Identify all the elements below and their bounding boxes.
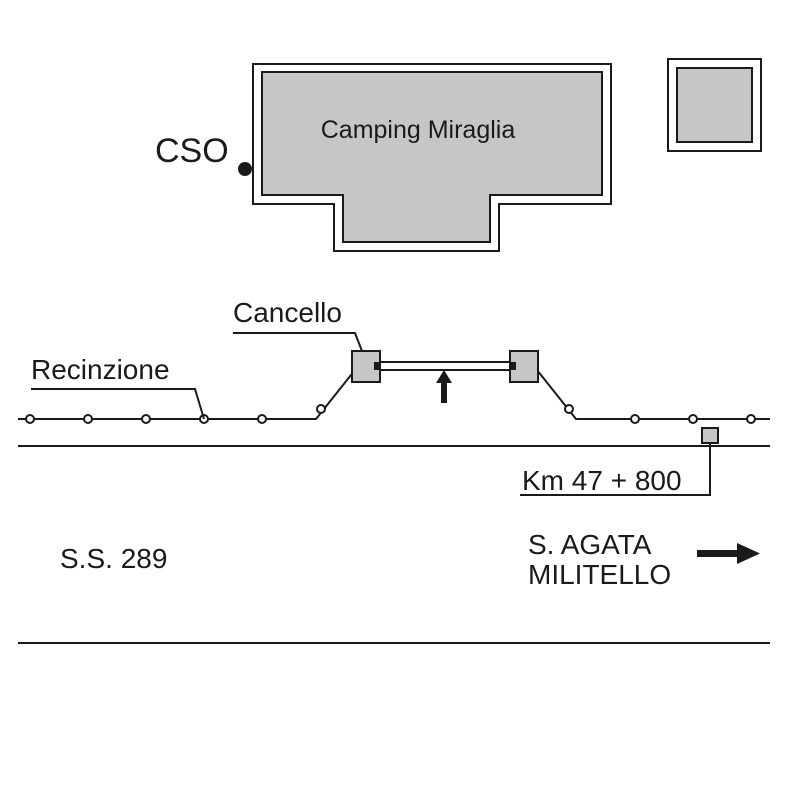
km-label: Km 47 + 800 [522,465,682,496]
gate-label: Cancello [233,297,342,328]
fence-post [141,414,151,424]
gate-pin-left [374,362,380,370]
arrow-up-icon [436,370,452,403]
arrow-right-icon [697,543,760,564]
gate-leader-line [233,332,363,352]
fence-post [83,414,93,424]
fence-post [630,414,640,424]
fence [18,369,770,420]
fence-leader-line [31,388,205,420]
gate-callout: Cancello [233,297,363,352]
direction-line-1: S. AGATA [528,529,652,560]
gate-pin-right [510,362,516,370]
gate [351,350,539,403]
fence-label: Recinzione [31,354,170,385]
fence-callout: Recinzione [31,354,205,420]
building-label: Camping Miraglia [321,116,516,144]
small-building-fill [676,67,753,143]
km-marker: Km 47 + 800 [520,427,719,496]
road-label: S.S. 289 [60,543,167,574]
km-leader-line [520,443,711,496]
fence-post [564,404,574,414]
direction-line-2: MILITELLO [528,559,671,590]
fence-line-right [536,369,770,420]
gate-pillar-left [351,350,381,383]
fence-post [25,414,35,424]
fence-post [746,414,756,424]
fence-posts [25,404,756,424]
fence-post [257,414,267,424]
fence-post [688,414,698,424]
fence-post [316,404,326,414]
building-inner-fill [261,71,603,243]
small-building [667,58,762,152]
filled-dot-icon [238,162,252,176]
building-camping-miraglia: Camping Miraglia [252,63,612,252]
fence-line-left [18,369,356,420]
gate-bar [376,361,514,371]
km-marker-post [701,427,719,444]
direction-sign: S. AGATA MILITELLO [528,529,760,590]
cso-marker: CSO [155,132,252,176]
cso-label: CSO [155,132,229,170]
